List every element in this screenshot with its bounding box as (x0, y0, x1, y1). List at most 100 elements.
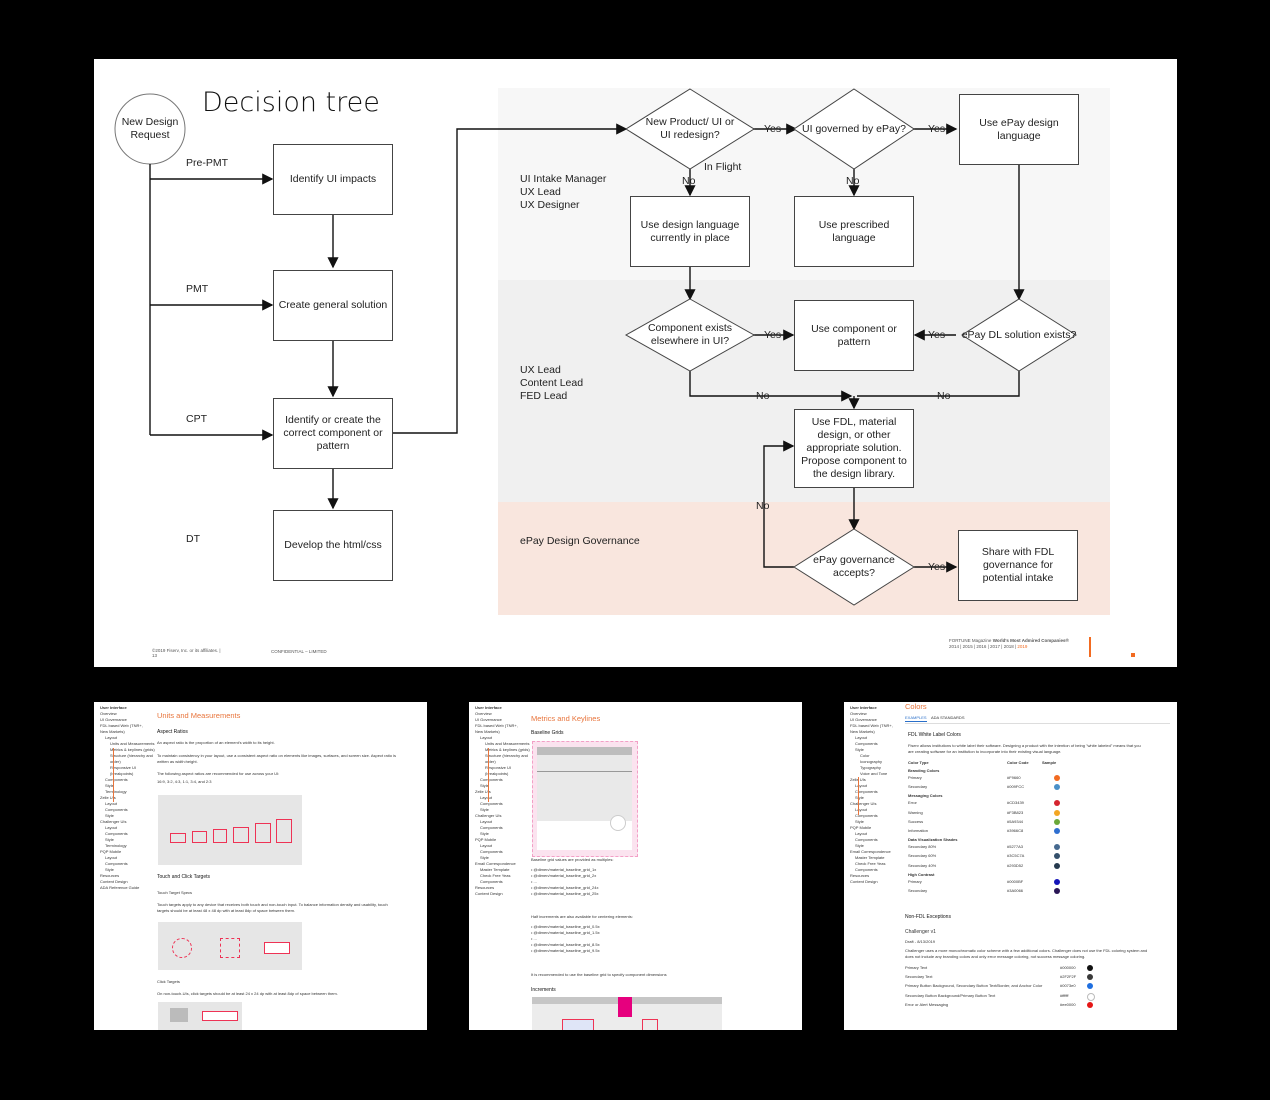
sidebar-item[interactable]: Overview (850, 711, 867, 716)
sidebar-item[interactable]: FDL based Web (TNR+, New Markets) (475, 723, 518, 734)
sidebar-item[interactable]: Typography (860, 765, 881, 770)
sidebar-item[interactable]: Layout (480, 795, 493, 800)
sidebar-item[interactable]: Components (480, 777, 503, 782)
sidebar-item[interactable]: Structure (hierarchy and order) (485, 753, 528, 764)
sidebar-item[interactable]: Master Template (480, 867, 510, 872)
sidebar-item[interactable]: Overview (100, 711, 117, 716)
sidebar-item[interactable]: Zelle UIs (475, 789, 491, 794)
sidebar-item[interactable]: Style (105, 837, 114, 842)
sidebar-item[interactable]: Zelle UIs (850, 777, 866, 782)
sidebar-item[interactable]: FDL based Web (TNR+, New Markets) (850, 723, 893, 734)
sidebar-item[interactable]: Style (480, 855, 489, 860)
color-code-cell: #2F2F2F (1060, 974, 1077, 980)
sidebar-item[interactable]: Color (860, 753, 870, 758)
footer-page: 13 (152, 653, 158, 658)
sidebar-item[interactable]: Metrics & keylines (grids) (110, 747, 155, 752)
sidebar-item[interactable]: FDL based Web (TNR+, New Markets) (100, 723, 143, 734)
sidebar-item[interactable]: Units and Measurements (485, 741, 530, 746)
text-aspect-3: The following aspect ratios are recommen… (157, 771, 280, 776)
sidebar-item[interactable]: Terminology (105, 789, 127, 794)
text-baseline-1: Baseline grid values are provided as mul… (531, 857, 614, 862)
sidebar-item[interactable]: Style (480, 783, 489, 788)
sidebar-item[interactable]: Style (480, 831, 489, 836)
sidebar-item[interactable]: Layout (105, 735, 118, 740)
table-row: Primary Button Background, Secondary But… (905, 982, 1105, 991)
sidebar-item[interactable]: Structure (hierarchy and order) (110, 753, 153, 764)
sidebar-item[interactable]: ADA Reference Guide (100, 885, 140, 890)
sidebar-item[interactable]: Components (105, 777, 128, 782)
list-item: • @dimen/material_baseline_grid_0.5x (531, 924, 600, 929)
sidebar-item[interactable]: Style (855, 795, 864, 800)
sidebar-item[interactable]: Zelle UIs (100, 795, 116, 800)
sidebar-item[interactable]: Content Design (100, 879, 128, 884)
sidebar-item[interactable]: Components (855, 813, 878, 818)
sidebar-item[interactable]: Style (855, 747, 864, 752)
sidebar-item[interactable]: UI Governance (850, 717, 877, 722)
sidebar-item[interactable]: Responsive UI (breakpoints) (110, 765, 137, 776)
nav-divider (858, 777, 859, 815)
sidebar-item[interactable]: Layout (855, 783, 868, 788)
sidebar-item[interactable]: Challenger UIs (100, 819, 127, 824)
tab-examples[interactable]: EXAMPLES (905, 715, 927, 722)
sidebar-item[interactable]: Voice and Tone (860, 771, 888, 776)
sidebar-item[interactable]: Metrics & keylines (grids) (485, 747, 530, 752)
sidebar-item[interactable]: Layout (855, 807, 868, 812)
sidebar-item[interactable]: Style (480, 807, 489, 812)
sidebar-item[interactable]: Layout (855, 831, 868, 836)
sidebar-item[interactable]: User Interface (100, 705, 127, 710)
sidebar-item[interactable]: Iconography (860, 759, 883, 764)
sidebar-item[interactable]: Layout (105, 801, 118, 806)
sidebar-item[interactable]: Layout (480, 735, 493, 740)
sidebar-item[interactable]: PQP Mobile (850, 825, 872, 830)
sidebar-item[interactable]: Email Correspondence (850, 849, 891, 854)
list-item: • @dimen/material_baseline_grid_1.5x (531, 930, 600, 935)
sidebar-item[interactable]: Layout (480, 843, 493, 848)
lane-label-governance: ePay Design Governance (520, 535, 640, 547)
sidebar-item[interactable]: Components (105, 861, 128, 866)
sidebar-item[interactable]: UI Governance (100, 717, 127, 722)
sidebar-item[interactable]: Components (855, 837, 878, 842)
sidebar-item[interactable]: Components (105, 831, 128, 836)
sidebar-item[interactable]: Layout (480, 819, 493, 824)
sidebar-item[interactable]: Components (480, 801, 503, 806)
sidebar-item[interactable]: Resources (100, 873, 120, 878)
sidebar-item[interactable]: Master Template (855, 855, 885, 860)
color-type-cell: High Contrast (908, 871, 935, 877)
sidebar-item[interactable]: Content Design (475, 891, 503, 896)
phase-pmt: PMT (186, 283, 209, 295)
sidebar-item[interactable]: Components (480, 849, 503, 854)
table-row: Warning#F3B823 (908, 809, 1088, 818)
sidebar-item[interactable]: Style (105, 813, 114, 818)
sidebar-item[interactable]: Style (105, 783, 114, 788)
sidebar-item[interactable]: Overview (475, 711, 492, 716)
sidebar-item[interactable]: Components (855, 789, 878, 794)
sidebar-item[interactable]: Layout (105, 855, 118, 860)
sidebar-item[interactable]: Layout (855, 735, 868, 740)
sidebar-item[interactable]: Check Free Yeas Components (480, 873, 511, 884)
sidebar-item[interactable]: Content Design (850, 879, 878, 884)
decision-new-product-label: New Product/ UI or UI redesign? (645, 116, 735, 141)
sidebar-item[interactable]: Units and Measurements (110, 741, 155, 746)
sidebar-item[interactable]: PQP Mobile (100, 849, 122, 854)
sidebar-item[interactable]: Challenger UIs (475, 813, 502, 818)
sidebar-item[interactable]: Responsive UI (breakpoints) (485, 765, 512, 776)
sidebar-item[interactable]: Layout (105, 825, 118, 830)
sidebar-item[interactable]: UI Governance (475, 717, 502, 722)
sidebar-item[interactable]: Components (480, 825, 503, 830)
sidebar-item[interactable]: Terminology (105, 843, 127, 848)
sidebar-item[interactable]: Components (105, 807, 128, 812)
tab-ada-standards[interactable]: ADA STANDARDS (931, 715, 965, 720)
sidebar-item[interactable]: User Interface (850, 705, 877, 710)
sidebar-item[interactable]: Style (855, 819, 864, 824)
sidebar-item[interactable]: User Interface (475, 705, 502, 710)
sidebar-item[interactable]: Resources (475, 885, 495, 890)
sidebar-item[interactable]: Challenger UIs (850, 801, 877, 806)
sidebar-item[interactable]: Resources (850, 873, 870, 878)
sidebar-item[interactable]: Check Free Yeas Components (855, 861, 886, 872)
sidebar-item[interactable]: Email Correspondence (475, 861, 516, 866)
sidebar-item[interactable]: Style (855, 843, 864, 848)
sidebar-item[interactable]: PQP Mobile (475, 837, 497, 842)
sidebar-item[interactable]: Style (105, 867, 114, 872)
sidebar-item[interactable]: Components (855, 741, 878, 746)
